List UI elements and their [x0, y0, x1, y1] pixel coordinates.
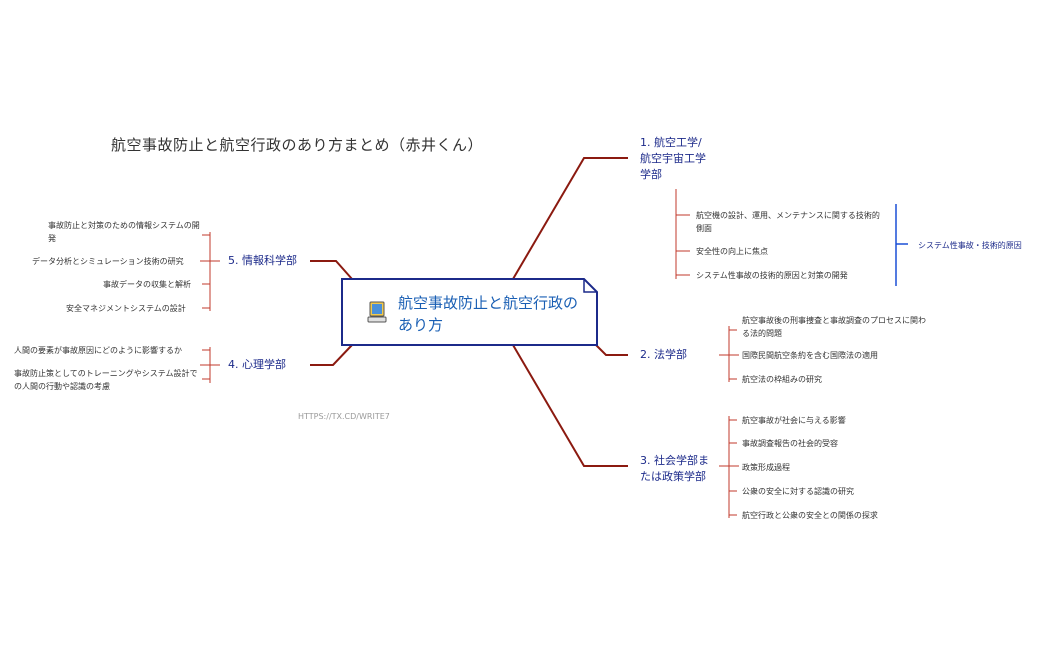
branch-line-4	[310, 344, 353, 366]
branch-3-child[interactable]: 航空行政と公衆の安全との関係の探求	[742, 511, 878, 520]
branch-1-child[interactable]: システム性事故の技術的原因と対策の開発	[696, 271, 848, 280]
branch-3-line: 3. 社会学部ま	[640, 454, 709, 467]
branch-3-child[interactable]: 政策形成過程	[742, 463, 790, 472]
branch-2-child[interactable]: 航空法の枠組みの研究	[742, 375, 822, 384]
branch-2-child[interactable]: 国際民間航空条約を含む国際法の適用	[742, 351, 878, 360]
branch-1-line: 1. 航空工学/	[640, 136, 702, 149]
branch-4-child[interactable]: 人間の要素が事故原因にどのように影響するか	[14, 346, 182, 355]
branch-1-child[interactable]: 安全性の向上に焦点	[696, 247, 768, 256]
branch-line-2	[595, 344, 628, 356]
branch-5-label[interactable]: 5. 情報科学部	[228, 254, 297, 267]
branch-3-child[interactable]: 航空事故が社会に与える影響	[742, 416, 846, 425]
branch-1-label[interactable]: 1. 航空工学/ 航空宇宙工学 学部	[640, 135, 706, 183]
branch-line-3	[512, 344, 628, 467]
branch-5-child[interactable]: データ分析とシミュレーション技術の研究	[32, 257, 184, 266]
branch-3-line: たは政策学部	[640, 470, 706, 483]
branch-line-1	[512, 157, 628, 280]
center-topic-box	[341, 278, 598, 346]
branch-1-child[interactable]: 航空機の設計、運用、メンテナンスに関する技術的側面	[696, 211, 880, 233]
computer-icon	[367, 300, 387, 324]
branch-3-label[interactable]: 3. 社会学部ま たは政策学部	[640, 453, 709, 485]
branch-1-summary[interactable]: システム性事故・技術的原因	[918, 241, 1022, 250]
watermark: HTTPS://TX.CD/WRITE7	[298, 412, 390, 421]
page-title: 航空事故防止と航空行政のあり方まとめ（赤井くん）	[111, 136, 484, 154]
branch-2-label[interactable]: 2. 法学部	[640, 348, 687, 361]
center-topic[interactable]: 航空事故防止と航空行政のあり方	[398, 294, 579, 334]
branch-3-child[interactable]: 公衆の安全に対する認識の研究	[742, 487, 854, 496]
branch-5-child[interactable]: 事故データの収集と解析	[103, 280, 191, 289]
branch-1-line: 航空宇宙工学	[640, 152, 706, 165]
branch-4-label[interactable]: 4. 心理学部	[228, 358, 286, 371]
branch-4-child[interactable]: 事故防止策としてのトレーニングやシステム設計での人間の行動や認識の考慮	[14, 369, 198, 391]
branch-5-child[interactable]: 安全マネジメントシステムの設計	[66, 304, 186, 313]
branch-5-child[interactable]: 事故防止と対策のための情報システムの開発	[48, 221, 200, 243]
branch-3-child[interactable]: 事故調査報告の社会的受容	[742, 439, 838, 448]
branch-line-5	[310, 260, 353, 280]
branch-1-line: 学部	[640, 168, 662, 181]
branch-2-child[interactable]: 航空事故後の刑事捜査と事故調査のプロセスに関わる法的問題	[742, 316, 926, 338]
